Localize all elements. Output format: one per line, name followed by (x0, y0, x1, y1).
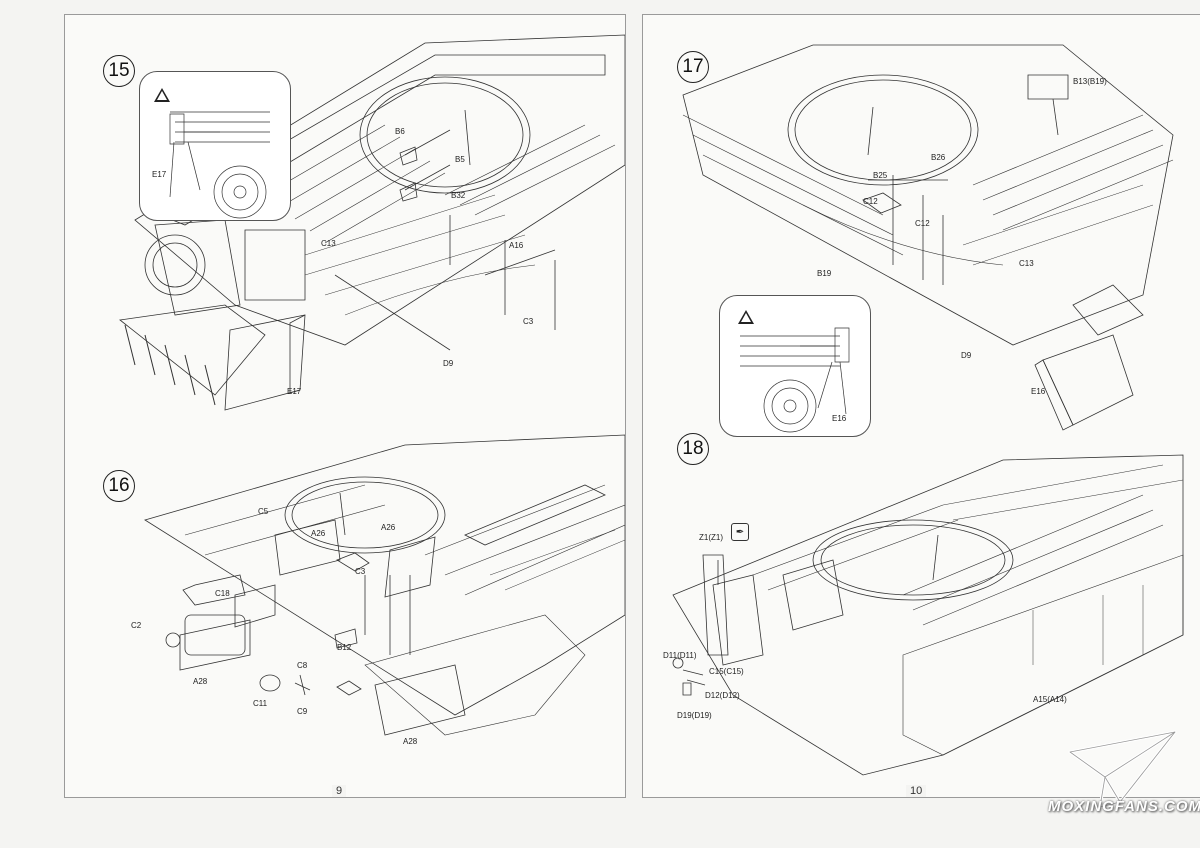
glue-tool-icon: ✒ (731, 523, 749, 541)
part-label: C11 (253, 699, 268, 708)
part-label: B25 (873, 171, 888, 180)
part-label: B32 (451, 191, 466, 200)
detail-inset-step17: ! E16 (719, 295, 871, 437)
part-label: A16 (509, 241, 524, 250)
page-number-left: 9 (332, 785, 347, 797)
hull-drawing-step17-18 (643, 15, 1200, 797)
part-label: C3 (523, 317, 534, 326)
part-label: D12(D12) (705, 691, 740, 700)
part-label: B12 (337, 643, 352, 652)
part-label: C5 (258, 507, 269, 516)
step-18-number: 18 (677, 433, 709, 465)
instruction-page-left: 15 ! E17 B6 B5 B32 C13 A16 C3 D9 E17 16 … (64, 14, 626, 798)
part-label: C2 (131, 621, 142, 630)
part-label: E17 (152, 170, 167, 179)
part-label: C13 (1019, 259, 1034, 268)
part-label: D11(D11) (663, 651, 697, 660)
step-17-number: 17 (677, 51, 709, 83)
part-label: D9 (961, 351, 972, 360)
part-label: B5 (455, 155, 465, 164)
part-label: C12 (915, 219, 930, 228)
detail-inset-drawing (720, 296, 870, 436)
detail-inset-step15: ! E17 (139, 71, 291, 221)
part-label: C13 (321, 239, 336, 248)
part-label: D19(D19) (677, 711, 712, 720)
part-label: A28 (193, 677, 208, 686)
part-label: C3 (355, 567, 366, 576)
part-label: C9 (297, 707, 308, 716)
part-label: A15(A14) (1033, 695, 1067, 704)
part-label: E17 (287, 387, 302, 396)
step-15-number: 15 (103, 55, 135, 87)
part-label: C15(C15) (709, 667, 744, 676)
part-label: C18 (215, 589, 230, 598)
watermark-text: MOXINGFANS.COM (1048, 798, 1200, 815)
part-label: C12 (863, 197, 878, 206)
part-label: A28 (403, 737, 418, 746)
hull-drawing-step15-16 (65, 15, 625, 797)
warning-triangle-icon: ! (154, 88, 170, 102)
part-label: E16 (832, 414, 847, 423)
part-label: A26 (311, 529, 326, 538)
instruction-page-right: 17 B13(B19) B26 B25 C12 C12 B19 C13 D9 E… (642, 14, 1200, 798)
part-label: E16 (1031, 387, 1046, 396)
step-16-number: 16 (103, 470, 135, 502)
part-label: C8 (297, 661, 308, 670)
paper-plane-logo-icon (1040, 722, 1190, 832)
part-label: A26 (381, 523, 396, 532)
warning-triangle-icon: ! (738, 310, 754, 324)
part-label: B6 (395, 127, 405, 136)
detail-inset-drawing (140, 72, 290, 220)
part-label: Z1(Z1) (699, 533, 723, 542)
part-label: D9 (443, 359, 454, 368)
part-label: B26 (931, 153, 946, 162)
part-label: B19 (817, 269, 832, 278)
page-number-right: 10 (906, 785, 927, 797)
part-label: B13(B19) (1073, 77, 1107, 86)
